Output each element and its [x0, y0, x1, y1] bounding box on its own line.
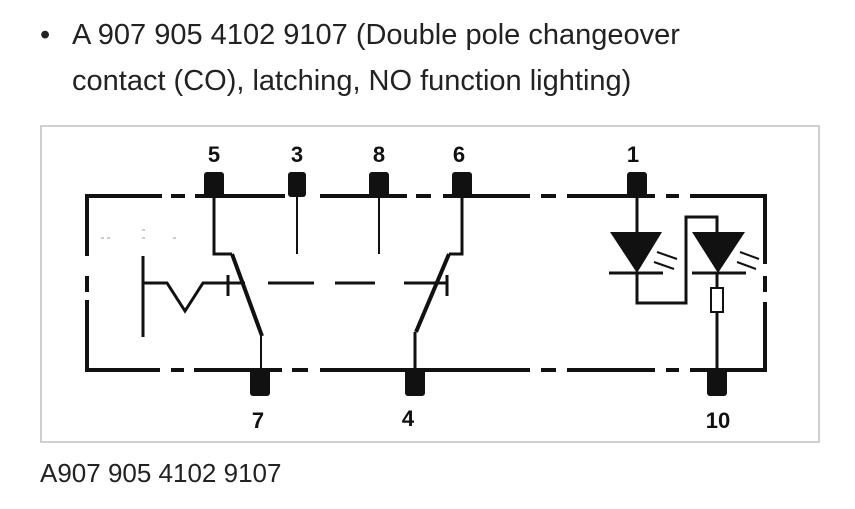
- pin-10-terminal: [707, 369, 727, 396]
- pin-4-terminal: [405, 369, 425, 396]
- bullet-marker: •: [40, 19, 51, 51]
- pin-label-7: 7: [252, 408, 264, 433]
- pin-3-terminal: [288, 172, 306, 197]
- pin-5-terminal: [204, 172, 224, 197]
- light-emission-arrows: [653, 251, 760, 270]
- led-circuit: [609, 196, 746, 370]
- pin-label-8: 8: [373, 142, 385, 167]
- bullet-line-2: contact (CO), latching, NO function ligh…: [72, 65, 632, 97]
- changeover-contacts: [212, 196, 464, 370]
- pin-label-6: 6: [453, 142, 465, 167]
- pin-label-1: 1: [627, 142, 639, 167]
- resistor-icon: [710, 287, 724, 313]
- led-1-icon: [610, 232, 662, 273]
- pin-label-10: 10: [706, 408, 730, 433]
- pin-label-3: 3: [291, 142, 303, 167]
- latching-actuator: [141, 256, 449, 337]
- housing-outline: [85, 194, 767, 372]
- pin-terminals: [204, 172, 727, 396]
- pin-label-5: 5: [208, 142, 220, 167]
- pin-8-terminal: [369, 172, 389, 197]
- diagram-frame: [40, 125, 820, 443]
- pin-7-terminal: [250, 369, 270, 396]
- pin-label-4: 4: [402, 406, 415, 431]
- figure-caption: A907 905 4102 9107: [40, 458, 282, 488]
- led-2-icon: [692, 232, 745, 273]
- pin-6-terminal: [452, 172, 472, 197]
- pin-1-terminal: [627, 172, 647, 197]
- led-icons: [610, 232, 745, 273]
- faint-dots: [101, 229, 176, 239]
- bullet-line-1: A 907 905 4102 9107 (Double pole changeo…: [72, 19, 680, 51]
- bullet-text: A 907 905 4102 9107 (Double pole changeo…: [72, 12, 855, 104]
